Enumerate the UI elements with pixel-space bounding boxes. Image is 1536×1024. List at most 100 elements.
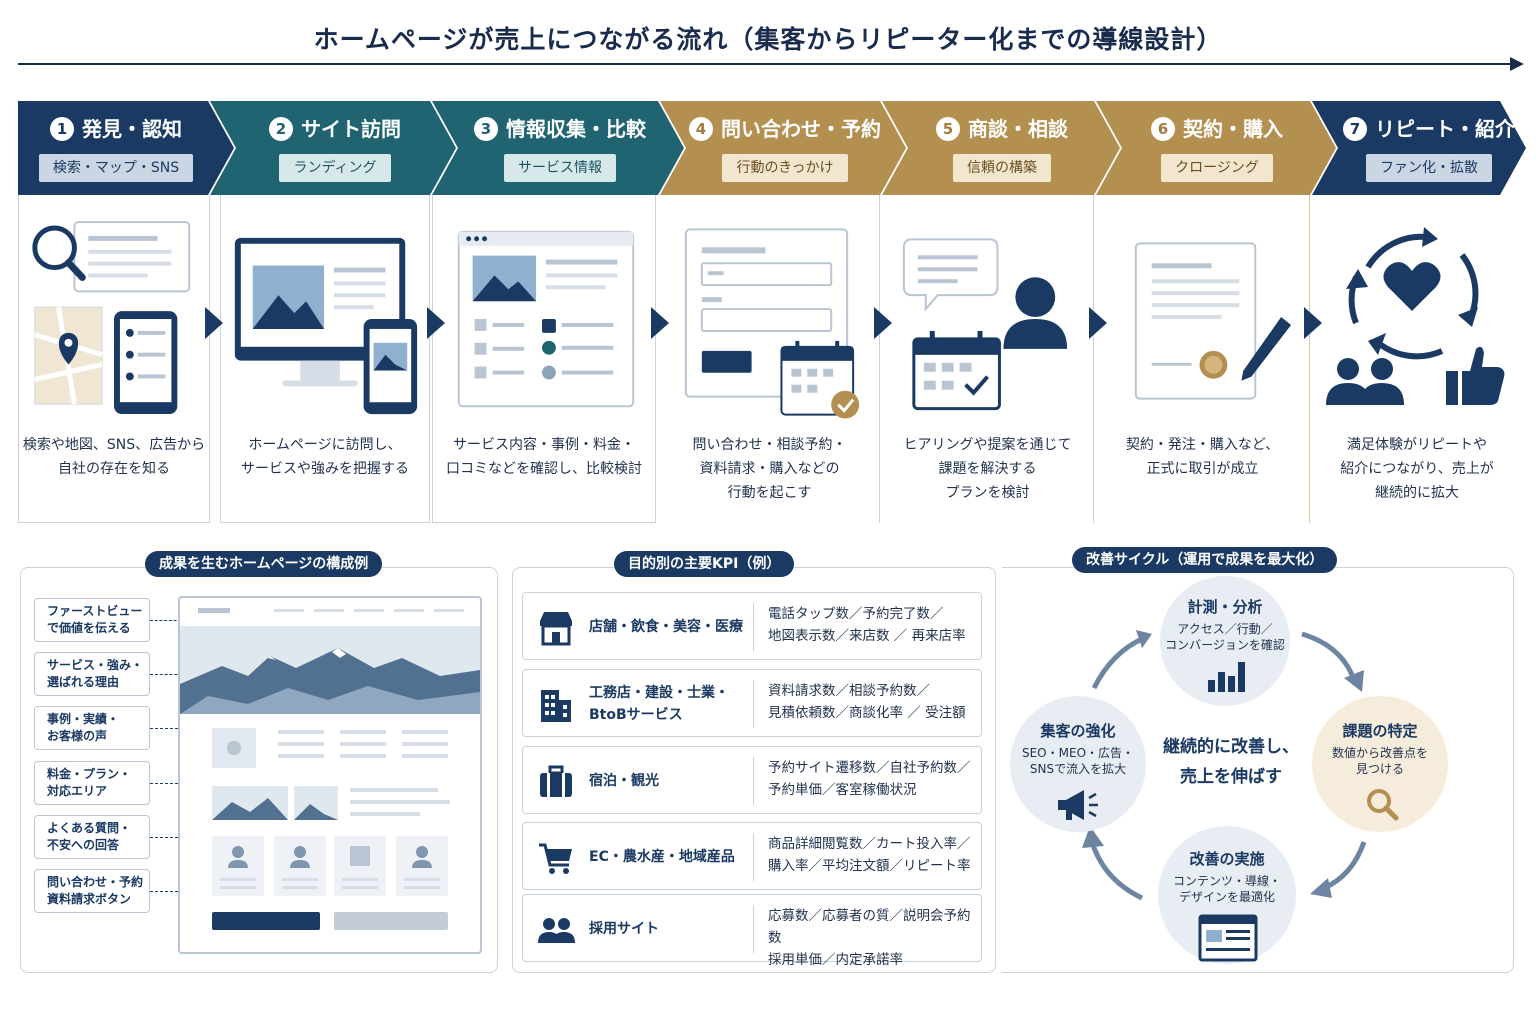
- kpi-row: EC・農水産・地域産品 商品詳細閲覧数／カート投入率／ 購入率／平均注文額／リピ…: [522, 822, 982, 890]
- web-tag-faq: よくある質問・ 不安への回答: [34, 815, 150, 859]
- cycle-node-desc: 数値から改善点を 見つける: [1331, 746, 1428, 776]
- kpi-industry: 宿泊・観光: [589, 773, 659, 789]
- step-6-number: 6: [1151, 117, 1175, 141]
- web-tag-contact-button: 問い合わせ・予約 資料請求ボタン: [34, 869, 150, 913]
- step-1-column: 検索や地図、SNS、広告から 自社の存在を知る: [18, 195, 210, 523]
- step-3-number: 3: [474, 117, 498, 141]
- kpi-industry: 採用サイト: [589, 921, 659, 937]
- step-2-number: 2: [269, 117, 293, 141]
- service-info-page-icon: [457, 230, 635, 408]
- page-title: ホームページが売上につながる流れ（集客からリピーター化までの導線設計）: [313, 25, 1223, 54]
- step-2-desc: ホームページに訪問し、 サービスや強みを把握する: [241, 437, 409, 477]
- step-1-desc: 検索や地図、SNS、広告から 自社の存在を知る: [22, 437, 206, 477]
- web-tag-connector: [150, 837, 198, 838]
- step-7-column: 満足体験がリピートや 紹介につながり、売上が 継続的に拡大: [1312, 195, 1522, 523]
- cycle-node-desc: コンテンツ・導線・ デザインを最適化: [1172, 874, 1281, 904]
- title-underline: [18, 63, 1518, 65]
- cycle-node-desc: アクセス／行動／ コンバージョンを確認: [1165, 622, 1285, 652]
- web-tag-pricing: 料金・プラン・ 対応エリア: [34, 761, 150, 805]
- magnifier-icon: [1367, 789, 1399, 821]
- step-6-sub: クロージング: [1161, 154, 1273, 182]
- suitcase-icon: [540, 765, 572, 797]
- cycle-node-title: 集客の強化: [1040, 722, 1116, 740]
- step-4-sub: 行動のきっかけ: [722, 154, 848, 182]
- contract-signing-icon: [1134, 242, 1292, 400]
- cycle-arrows: [1082, 630, 1367, 901]
- kpi-metrics: 商品詳細閲覧数／カート投入率／ 購入率／平均注文額／リピート率: [753, 833, 981, 881]
- kpi-label: 目的別の主要KPI（例）: [614, 551, 795, 577]
- step-5-desc: ヒアリングや提案を通じて 課題を解決する プランを検討: [903, 437, 1072, 501]
- cycle-node-title: 改善の実施: [1189, 850, 1265, 868]
- repeat-referral-icon: [1326, 227, 1505, 405]
- kpi-metrics: 応募数／応募者の質／説明会予約数 採用単価／内定承諾率: [753, 905, 981, 968]
- kpi-metrics: 電話タップ数／予約完了数／ 地図表示数／来店数 ／ 再来店率: [753, 603, 981, 651]
- step-5-column: ヒアリングや提案を通じて 課題を解決する プランを検討: [882, 195, 1094, 523]
- web-tag-connector: [150, 891, 198, 892]
- step-4-name: 問い合わせ・予約: [721, 117, 881, 141]
- step-2-sub: ランディング: [279, 154, 391, 182]
- cycle-node-title: 計測・分析: [1187, 598, 1263, 616]
- step-2-header: 2 サイト訪問 ランディング: [230, 112, 440, 192]
- step-1-name: 発見・認知: [82, 117, 182, 141]
- cycle-node-attract: 集客の強化 SEO・MEO・広告・ SNSで流入を拡大: [1010, 696, 1146, 832]
- web-tag-connector: [150, 728, 198, 729]
- step-3-sub: サービス情報: [504, 154, 616, 182]
- step-7-desc: 満足体験がリピートや 紹介につながり、売上が 継続的に拡大: [1340, 437, 1494, 501]
- people-icon: [538, 918, 575, 943]
- bar-chart-icon: [1208, 662, 1245, 692]
- step-3-column: サービス内容・事例・料金・ 口コミなどを確認し、比較検討: [432, 195, 656, 523]
- cart-icon: [539, 843, 572, 874]
- flow-arrow-icon: [874, 307, 892, 339]
- cycle-node-measure: 計測・分析 アクセス／行動／ コンバージョンを確認: [1160, 576, 1290, 706]
- building-icon: [541, 690, 571, 722]
- web-tag-connector: [150, 783, 198, 784]
- consultation-icon: [902, 238, 1068, 411]
- step-5-sub: 信頼の構築: [953, 154, 1051, 182]
- megaphone-icon: [1058, 790, 1098, 820]
- step-3-name: 情報収集・比較: [506, 117, 646, 141]
- web-tag-strengths: サービス・強み・ 選ばれる理由: [34, 652, 150, 696]
- step-7-sub: ファン化・拡散: [1366, 154, 1492, 182]
- step-3-desc: サービス内容・事例・料金・ 口コミなどを確認し、比較検討: [446, 437, 642, 477]
- step-5-header: 5 商談・相談 信頼の構築: [900, 112, 1104, 192]
- kpi-row: 採用サイト 応募数／応募者の質／説明会予約数 採用単価／内定承諾率: [522, 894, 982, 968]
- web-tag-first-view: ファーストビュー で価値を伝える: [34, 598, 150, 642]
- kpi-row: 店舗・飲食・美容・医療 電話タップ数／予約完了数／ 地図表示数／来店数 ／ 再来…: [522, 592, 982, 660]
- flow-arrow-icon: [427, 307, 445, 339]
- website-wireframe: [178, 596, 482, 954]
- step-6-column: 契約・発注・購入など、 正式に取引が成立: [1096, 195, 1310, 523]
- step-4-number: 4: [689, 117, 713, 141]
- web-tag-connector: [150, 674, 192, 675]
- kpi-row: 宿泊・観光 予約サイト遷移数／自社予約数／ 予約単価／客室稼働状況: [522, 746, 982, 814]
- title-arrow-icon: [1510, 57, 1524, 71]
- search-map-phone-icon: [32, 221, 191, 415]
- step-4-desc: 問い合わせ・相談予約・ 資料請求・購入などの 行動を起こす: [692, 437, 847, 501]
- step-7-name: リピート・紹介: [1375, 117, 1515, 141]
- kpi-metrics: 資料請求数／相談予約数／ 見積依頼数／商談化率 ／ 受注額: [753, 680, 981, 728]
- browser-layout-icon: [1198, 914, 1258, 962]
- step-5-number: 5: [936, 117, 960, 141]
- shop-icon: [540, 612, 572, 646]
- step-5-name: 商談・相談: [968, 117, 1068, 141]
- step-2-column: ホームページに訪問し、 サービスや強みを把握する: [220, 195, 430, 523]
- flow-arrow-icon: [1089, 307, 1107, 339]
- website-structure-label: 成果を生むホームページの構成例: [145, 551, 383, 577]
- cycle-center-text: 継続的に改善し、 売上を伸ばす: [1163, 737, 1299, 787]
- kpi-industry: EC・農水産・地域産品: [589, 849, 735, 865]
- flow-arrow-icon: [651, 307, 669, 339]
- web-tag-cases: 事例・実績・ お客様の声: [34, 706, 150, 750]
- step-6-header: 6 契約・購入 クロージング: [1114, 112, 1320, 192]
- step-4-column: 問い合わせ・相談予約・ 資料請求・購入などの 行動を起こす: [660, 195, 880, 523]
- kpi-metrics: 予約サイト遷移数／自社予約数／ 予約単価／客室稼働状況: [753, 757, 981, 805]
- cycle-node-desc: SEO・MEO・広告・ SNSで流入を拡大: [1021, 746, 1135, 776]
- cycle-node-identify: 課題の特定 数値から改善点を 見つける: [1312, 696, 1448, 832]
- step-6-desc: 契約・発注・購入など、 正式に取引が成立: [1125, 437, 1280, 477]
- step-2-name: サイト訪問: [301, 117, 401, 141]
- desktop-landing-icon: [234, 237, 418, 415]
- kpi-industry: 工務店・建設・士業・ BtoBサービス: [589, 685, 729, 723]
- step-3-header: 3 情報収集・比較 サービス情報: [452, 112, 668, 192]
- step-6-name: 契約・購入: [1183, 117, 1283, 141]
- cycle-label: 改善サイクル（運用で成果を最大化）: [1072, 547, 1338, 573]
